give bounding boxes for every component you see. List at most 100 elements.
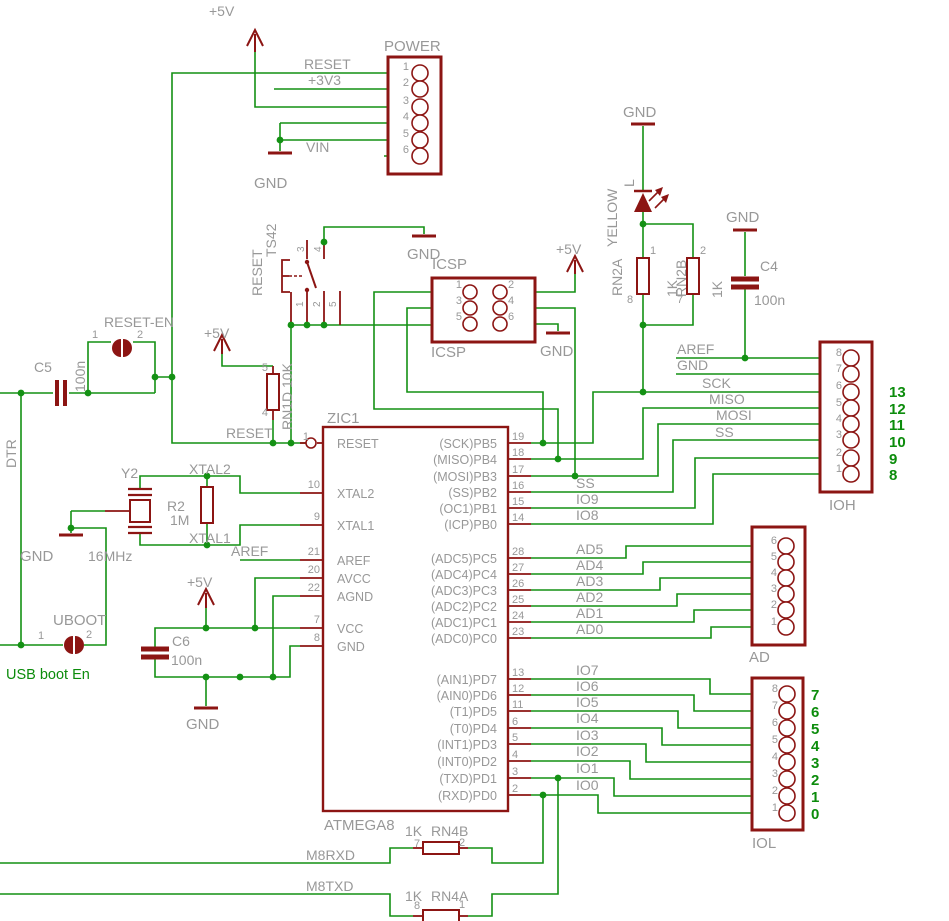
led-triangle (634, 193, 652, 212)
label-yellow: YELLOW (604, 188, 620, 247)
ic-port-pd3: (INT1)PD3 (437, 738, 497, 752)
supply-arrow-icsp (566, 253, 584, 273)
label-16mhz: 16MHz (88, 548, 132, 564)
net-io6: IO6 (576, 678, 599, 694)
icsp-pin-3: 3 (456, 295, 462, 307)
ic-pin-18: 18 (512, 447, 524, 459)
ic-pin-23: 23 (512, 626, 524, 638)
label-rn4a: RN4A (431, 888, 469, 904)
icsp-pad-6 (492, 316, 508, 332)
arduino-pin-8: 8 (889, 467, 897, 484)
label-reset-net: RESET (226, 425, 273, 441)
label-zic1: ZIC1 (327, 410, 360, 427)
junction-dot-26 (269, 673, 277, 681)
ic-reset-bubble (305, 437, 317, 449)
label-usb-boot-en: USB boot En (6, 667, 90, 683)
net-io1: IO1 (576, 760, 599, 776)
ioh-pad-7 (842, 365, 860, 383)
ioh-pad-6 (842, 383, 860, 401)
net-ad2 (531, 593, 778, 607)
net-agnd (272, 595, 300, 677)
net-ad1: AD1 (576, 605, 603, 621)
net-ad4 (531, 561, 778, 575)
arduino-pin-2: 2 (811, 772, 819, 789)
ic-pin-5: 5 (512, 732, 518, 744)
ioh-pin-3: 3 (836, 429, 842, 441)
label-c4: C4 (760, 258, 778, 274)
net-jumper-left (87, 341, 111, 393)
label-r2-value: 1M (170, 512, 189, 528)
uboot-pad-left (64, 636, 73, 654)
power-pad-5 (411, 131, 429, 149)
label-c6: C6 (172, 633, 190, 649)
power-pin-1: 1 (403, 61, 409, 73)
ioh-pin-8: 8 (836, 347, 842, 359)
net-m8rxd-right (468, 795, 544, 864)
net-m8rxd: M8RXD (306, 847, 355, 863)
label-gnd-c4: GND (726, 209, 760, 226)
icsp-pad-1 (462, 284, 478, 300)
ioh-pin-1: 1 (836, 463, 842, 475)
label-ad: AD (749, 649, 770, 666)
r2-body (200, 486, 214, 524)
ic-port-pd0: (RXD)PD0 (438, 789, 497, 803)
rn4a-body (422, 909, 460, 921)
ts42-pin-1: 1 (295, 301, 306, 307)
label-icsp-top: ICSP (432, 256, 467, 273)
junction-dot-13 (741, 354, 749, 362)
ioh-pin-2: 2 (836, 447, 842, 459)
arduino-pin-6: 6 (811, 704, 819, 721)
rn4b-body (422, 841, 460, 855)
ic-pin-12: 12 (512, 683, 524, 695)
iol-pad-6 (778, 719, 796, 737)
net-miso-icsp (373, 291, 559, 459)
net-5v-rn1d (221, 352, 273, 367)
junction-dot-10 (639, 388, 647, 396)
contact-dot-1 (304, 287, 310, 293)
net-io9-row (531, 457, 843, 509)
ic-port-pc3: (ADC3)PC3 (431, 584, 497, 598)
net-ad4: AD4 (576, 557, 603, 573)
iol-pad-8 (778, 685, 796, 703)
supply-arrow-top (246, 27, 264, 47)
ts42-pin-4: 4 (313, 246, 324, 252)
label-reset-switch: RESET (249, 249, 265, 296)
junction-dot-14 (17, 389, 25, 397)
junction-dot-25 (236, 673, 244, 681)
junction-dot-9 (571, 472, 579, 480)
icsp-pin-6: 6 (508, 311, 514, 323)
ic-pin-22: 22 (308, 582, 320, 594)
ic-port-pb4: (MISO)PB4 (433, 453, 497, 467)
net-io2 (531, 760, 779, 780)
net-io3 (531, 743, 779, 763)
net-io2: IO2 (576, 743, 599, 759)
net-5v-power (254, 50, 412, 108)
ic-pin-13: 13 (512, 667, 524, 679)
rn2b-pin-2: 2 (700, 245, 706, 257)
icsp-pad-2 (492, 284, 508, 300)
rn2b-body (686, 257, 700, 295)
ic-pin-7: 7 (314, 614, 320, 626)
net-io5: IO5 (576, 694, 599, 710)
label-icsp-bottom: ICSP (431, 344, 466, 361)
uboot-pin-2: 2 (86, 629, 92, 641)
ic-port-pb0: (ICP)PB0 (444, 518, 497, 532)
junction-dot-21 (203, 541, 211, 549)
ioh-pad-3 (842, 431, 860, 449)
net-ss-row (531, 439, 843, 493)
ad-pad-6 (777, 537, 795, 555)
ic-port-pd4: (T0)PD4 (450, 722, 497, 736)
net-io8: IO8 (576, 507, 599, 523)
ad-pin-2: 2 (771, 599, 777, 611)
label-5v-c6: +5V (187, 574, 213, 590)
iol-pin-5: 5 (772, 734, 778, 746)
net-io3: IO3 (576, 727, 599, 743)
ic-port-pd7: (AIN1)PD7 (437, 673, 497, 687)
ad-pad-3 (777, 585, 795, 603)
arduino-pin-11: 11 (889, 417, 905, 434)
ic-port-pb1: (OC1)PB1 (439, 502, 497, 516)
label-xtal2: XTAL2 (189, 461, 231, 477)
ic-pin-6: 6 (512, 716, 518, 728)
ad-pin-1: 1 (771, 616, 777, 628)
